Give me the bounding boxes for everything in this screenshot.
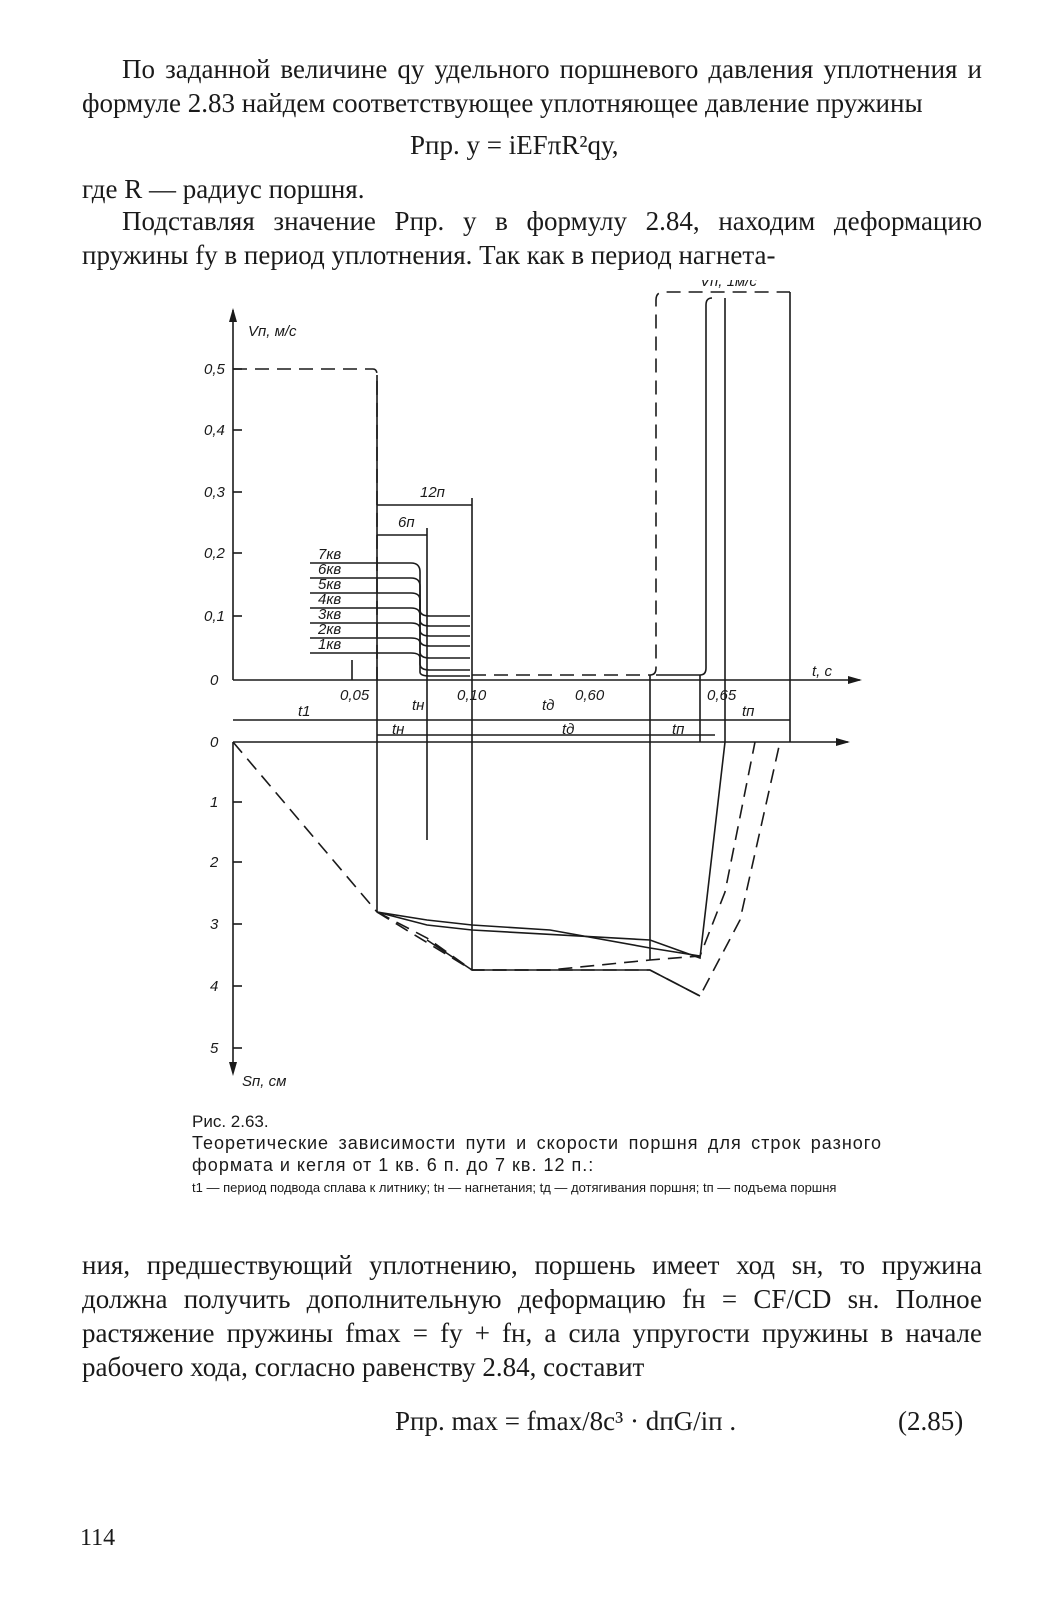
s-tick-1: 1: [210, 794, 218, 811]
t-tick-010: 0,10: [457, 687, 487, 704]
dim-12p: 12п: [420, 484, 445, 501]
path-axis-label: Sп, см: [242, 1073, 286, 1090]
size-4kv: 4кв: [318, 591, 341, 608]
formula-spring-pressure: Pпр. у = iEFπR²qу,: [410, 130, 619, 160]
figure-svg: Vп, м/с Vп, 1м/с 0,5 0,4 0,3 0,2 0,1 0 t…: [204, 273, 862, 1090]
period-td-lower: tд: [562, 721, 574, 738]
formula-spring-max: Pпр. max = fmax/8c³ · dпG/iп .: [395, 1406, 737, 1436]
t-tick-060: 0,60: [575, 687, 605, 704]
paragraph-2: где R — радиус поршня.: [82, 174, 365, 204]
period-tp-lower: tп: [672, 721, 684, 738]
size-5kv: 5кв: [318, 576, 341, 593]
t-tick-065: 0,65: [707, 687, 737, 704]
paragraph-3: Подставляя значение Pпр. у в формулу 2.8…: [82, 206, 982, 270]
time-axis-label: t, с: [812, 663, 833, 680]
period-td-upper: tд: [542, 697, 554, 714]
s-tick-4: 4: [210, 978, 218, 995]
paragraph-1: По заданной величине qу удельного поршне…: [82, 54, 982, 118]
caption-number: Рис. 2.63.: [192, 1112, 269, 1131]
t-tick-005: 0,05: [340, 687, 370, 704]
s-tick-3: 3: [210, 916, 219, 933]
v-tick-03: 0,3: [204, 484, 226, 501]
size-7kv: 7кв: [318, 546, 341, 563]
equation-number: (2.85): [898, 1406, 964, 1436]
top-right-label: Vп, 1м/с: [700, 280, 757, 290]
s-tick-5: 5: [210, 1040, 219, 1057]
size-3kv: 3кв: [318, 606, 341, 623]
figure-caption: Рис. 2.63. Теоретические зависимости пут…: [192, 1112, 882, 1197]
v-tick-0: 0: [210, 672, 219, 689]
figure-2-63: Vп, м/с Vп, 1м/с 0,5 0,4 0,3 0,2 0,1 0 t…: [180, 273, 880, 1105]
caption-title: Теоретические зависимости пути и скорост…: [192, 1133, 882, 1175]
size-1kv: 1кв: [318, 636, 341, 653]
velocity-axis-label: Vп, м/с: [248, 323, 297, 340]
v-tick-05: 0,5: [204, 361, 226, 378]
v-tick-02: 0,2: [204, 545, 226, 562]
v-tick-04: 0,4: [204, 422, 225, 439]
period-tn-upper: tн: [412, 697, 424, 714]
period-t1: t1: [298, 703, 311, 720]
caption-legend: t1 — период подвода сплава к литнику; tн…: [192, 1180, 837, 1195]
size-6kv: 6кв: [318, 561, 341, 578]
period-tn-lower: tн: [392, 721, 404, 738]
size-2kv: 2кв: [317, 621, 341, 638]
v-tick-01: 0,1: [204, 608, 225, 625]
period-tp-upper: tп: [742, 703, 754, 720]
paragraph-4: ния, предшествующий уплотнению, поршень …: [82, 1250, 982, 1382]
s-tick-0: 0: [210, 734, 219, 751]
s-tick-2: 2: [209, 854, 219, 871]
dim-6p: 6п: [398, 514, 415, 531]
page-number: 114: [80, 1525, 116, 1551]
